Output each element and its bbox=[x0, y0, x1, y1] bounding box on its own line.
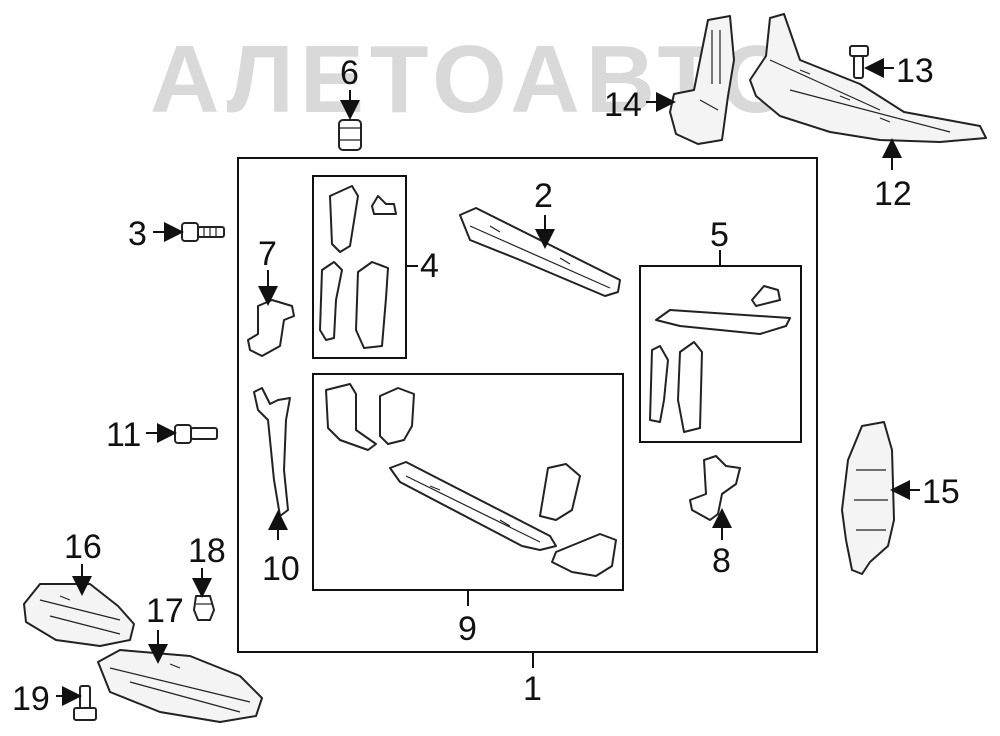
cover-icon bbox=[97, 649, 263, 723]
callout-17: 17 bbox=[146, 592, 184, 630]
clip-icon bbox=[338, 119, 362, 151]
callout-4: 4 bbox=[420, 247, 439, 285]
callout-19: 19 bbox=[12, 680, 50, 718]
bolt-icon bbox=[849, 45, 869, 79]
callout-6: 6 bbox=[340, 54, 359, 92]
bolt-icon bbox=[181, 222, 225, 242]
assembly-box-1 bbox=[237, 157, 818, 653]
callout-13: 13 bbox=[896, 52, 934, 90]
clip-icon bbox=[193, 595, 215, 621]
callout-3: 3 bbox=[128, 215, 147, 253]
cover-icon bbox=[23, 583, 135, 647]
callout-9: 9 bbox=[458, 610, 477, 648]
callout-15: 15 bbox=[922, 473, 960, 511]
callout-14: 14 bbox=[604, 86, 642, 124]
upper-support-icon bbox=[459, 207, 621, 297]
bracket-icon bbox=[247, 299, 295, 357]
callout-8: 8 bbox=[712, 542, 731, 580]
callout-18: 18 bbox=[188, 532, 226, 570]
duct-icon bbox=[669, 15, 735, 145]
duct-icon bbox=[841, 421, 895, 575]
callout-11: 11 bbox=[106, 416, 141, 454]
callout-12: 12 bbox=[874, 175, 912, 213]
bracket-icon bbox=[649, 285, 791, 433]
callout-7: 7 bbox=[258, 235, 277, 273]
bolt-icon bbox=[174, 424, 218, 444]
bracket-icon bbox=[319, 185, 397, 349]
cover-icon bbox=[749, 13, 987, 143]
callout-10: 10 bbox=[262, 550, 300, 588]
lower-support-icon bbox=[325, 383, 617, 577]
bolt-icon bbox=[73, 685, 97, 721]
seal-strip-icon bbox=[253, 387, 291, 517]
bracket-icon bbox=[689, 455, 741, 521]
callout-5: 5 bbox=[710, 216, 729, 254]
callout-16: 16 bbox=[64, 528, 102, 566]
callout-2: 2 bbox=[534, 177, 553, 215]
callout-1: 1 bbox=[523, 670, 542, 708]
